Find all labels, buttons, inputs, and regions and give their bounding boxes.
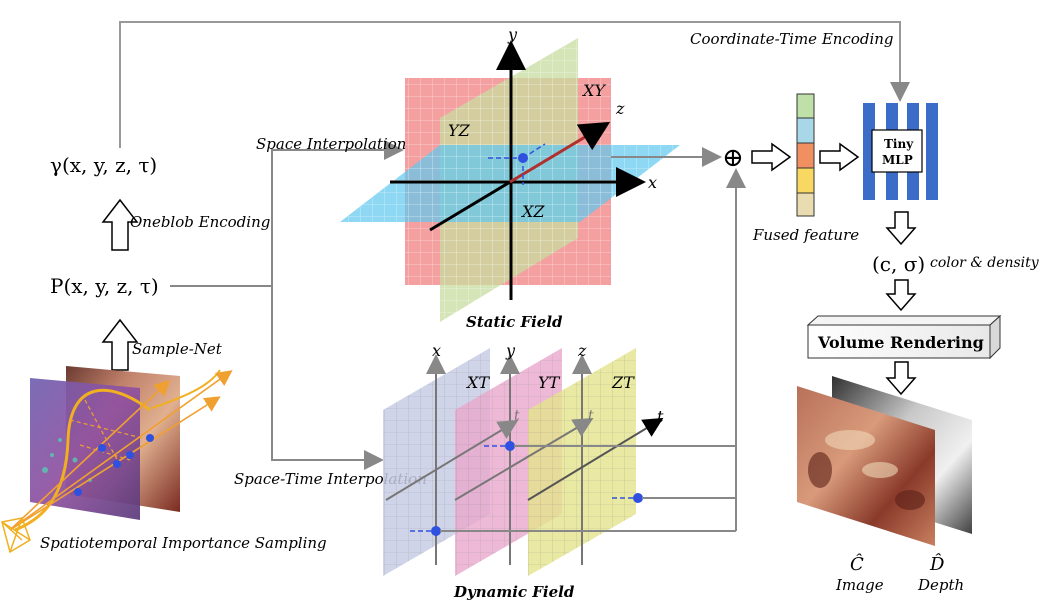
image-label: Image: [835, 576, 884, 594]
fused-feature-label: Fused feature: [752, 226, 859, 244]
static-axis-y: y: [507, 25, 518, 44]
tiny-mlp-label-2: MLP: [882, 153, 913, 167]
yz-label: YZ: [448, 121, 471, 140]
xt-label: XT: [465, 373, 490, 392]
xz-label: XZ: [520, 202, 545, 221]
sample-net-arrow: [101, 318, 139, 371]
render-down-arrow: [885, 279, 917, 312]
coord-time-encoding-label: Coordinate-Time Encoding: [690, 30, 894, 48]
oneblob-label: Oneblob Encoding: [130, 213, 270, 231]
d-hat-label: D̂: [929, 553, 945, 575]
fused-feature-bar: [796, 93, 815, 217]
dynamic-t-3: t: [657, 407, 664, 426]
gamma-formula: γ(x, y, z, τ): [50, 153, 157, 177]
p-formula: P(x, y, z, τ): [50, 274, 159, 298]
space-interp-label: Space Interpolation: [256, 135, 406, 153]
tiny-mlp-label-1: Tiny: [884, 137, 914, 151]
spacetime-interp-label: Space-Time Interpolation: [234, 470, 427, 488]
yt-label: YT: [538, 373, 561, 392]
sampling-illustration: [1, 366, 233, 554]
c-hat-label: Ĉ: [850, 552, 864, 575]
coord-time-encoding-path: [119, 21, 910, 148]
dynamic-t-2: t: [588, 408, 594, 424]
dynamic-field: [383, 168, 746, 576]
static-field-title: Static Field: [466, 313, 563, 331]
zt-label: ZT: [611, 373, 635, 392]
color-density-label: color & density: [930, 255, 1040, 271]
volume-rendering-label: Volume Rendering: [817, 333, 984, 352]
c-sigma: (c, σ): [872, 252, 925, 276]
output-down-arrow: [885, 361, 917, 396]
xy-label: XY: [581, 81, 606, 100]
dynamic-axis-x: x: [432, 341, 441, 360]
mlp-hollow-arrow: [819, 142, 860, 172]
fusion-plus-icon: ⊕: [722, 143, 744, 173]
depth-label: Depth: [917, 576, 964, 594]
mlp-down-arrow: [885, 211, 917, 246]
p-branch-lines: [170, 140, 404, 470]
rendered-outputs: [797, 376, 972, 546]
fusion-hollow-arrow: [751, 142, 792, 172]
static-field: [340, 38, 680, 322]
dynamic-field-title: Dynamic Field: [453, 583, 575, 601]
spatiotemporal-label: Spatiotemporal Importance Sampling: [40, 534, 327, 552]
dynamic-axis-z: z: [577, 341, 587, 360]
oneblob-arrow: [101, 198, 139, 251]
tiny-mlp: [863, 103, 938, 200]
static-axis-x: x: [648, 173, 657, 192]
sample-net-label: Sample-Net: [132, 340, 223, 358]
static-axis-z: z: [615, 99, 625, 118]
dynamic-axis-y: y: [505, 341, 516, 360]
dynamic-t-1: t: [514, 408, 520, 424]
volume-rendering-box: [806, 314, 1002, 360]
